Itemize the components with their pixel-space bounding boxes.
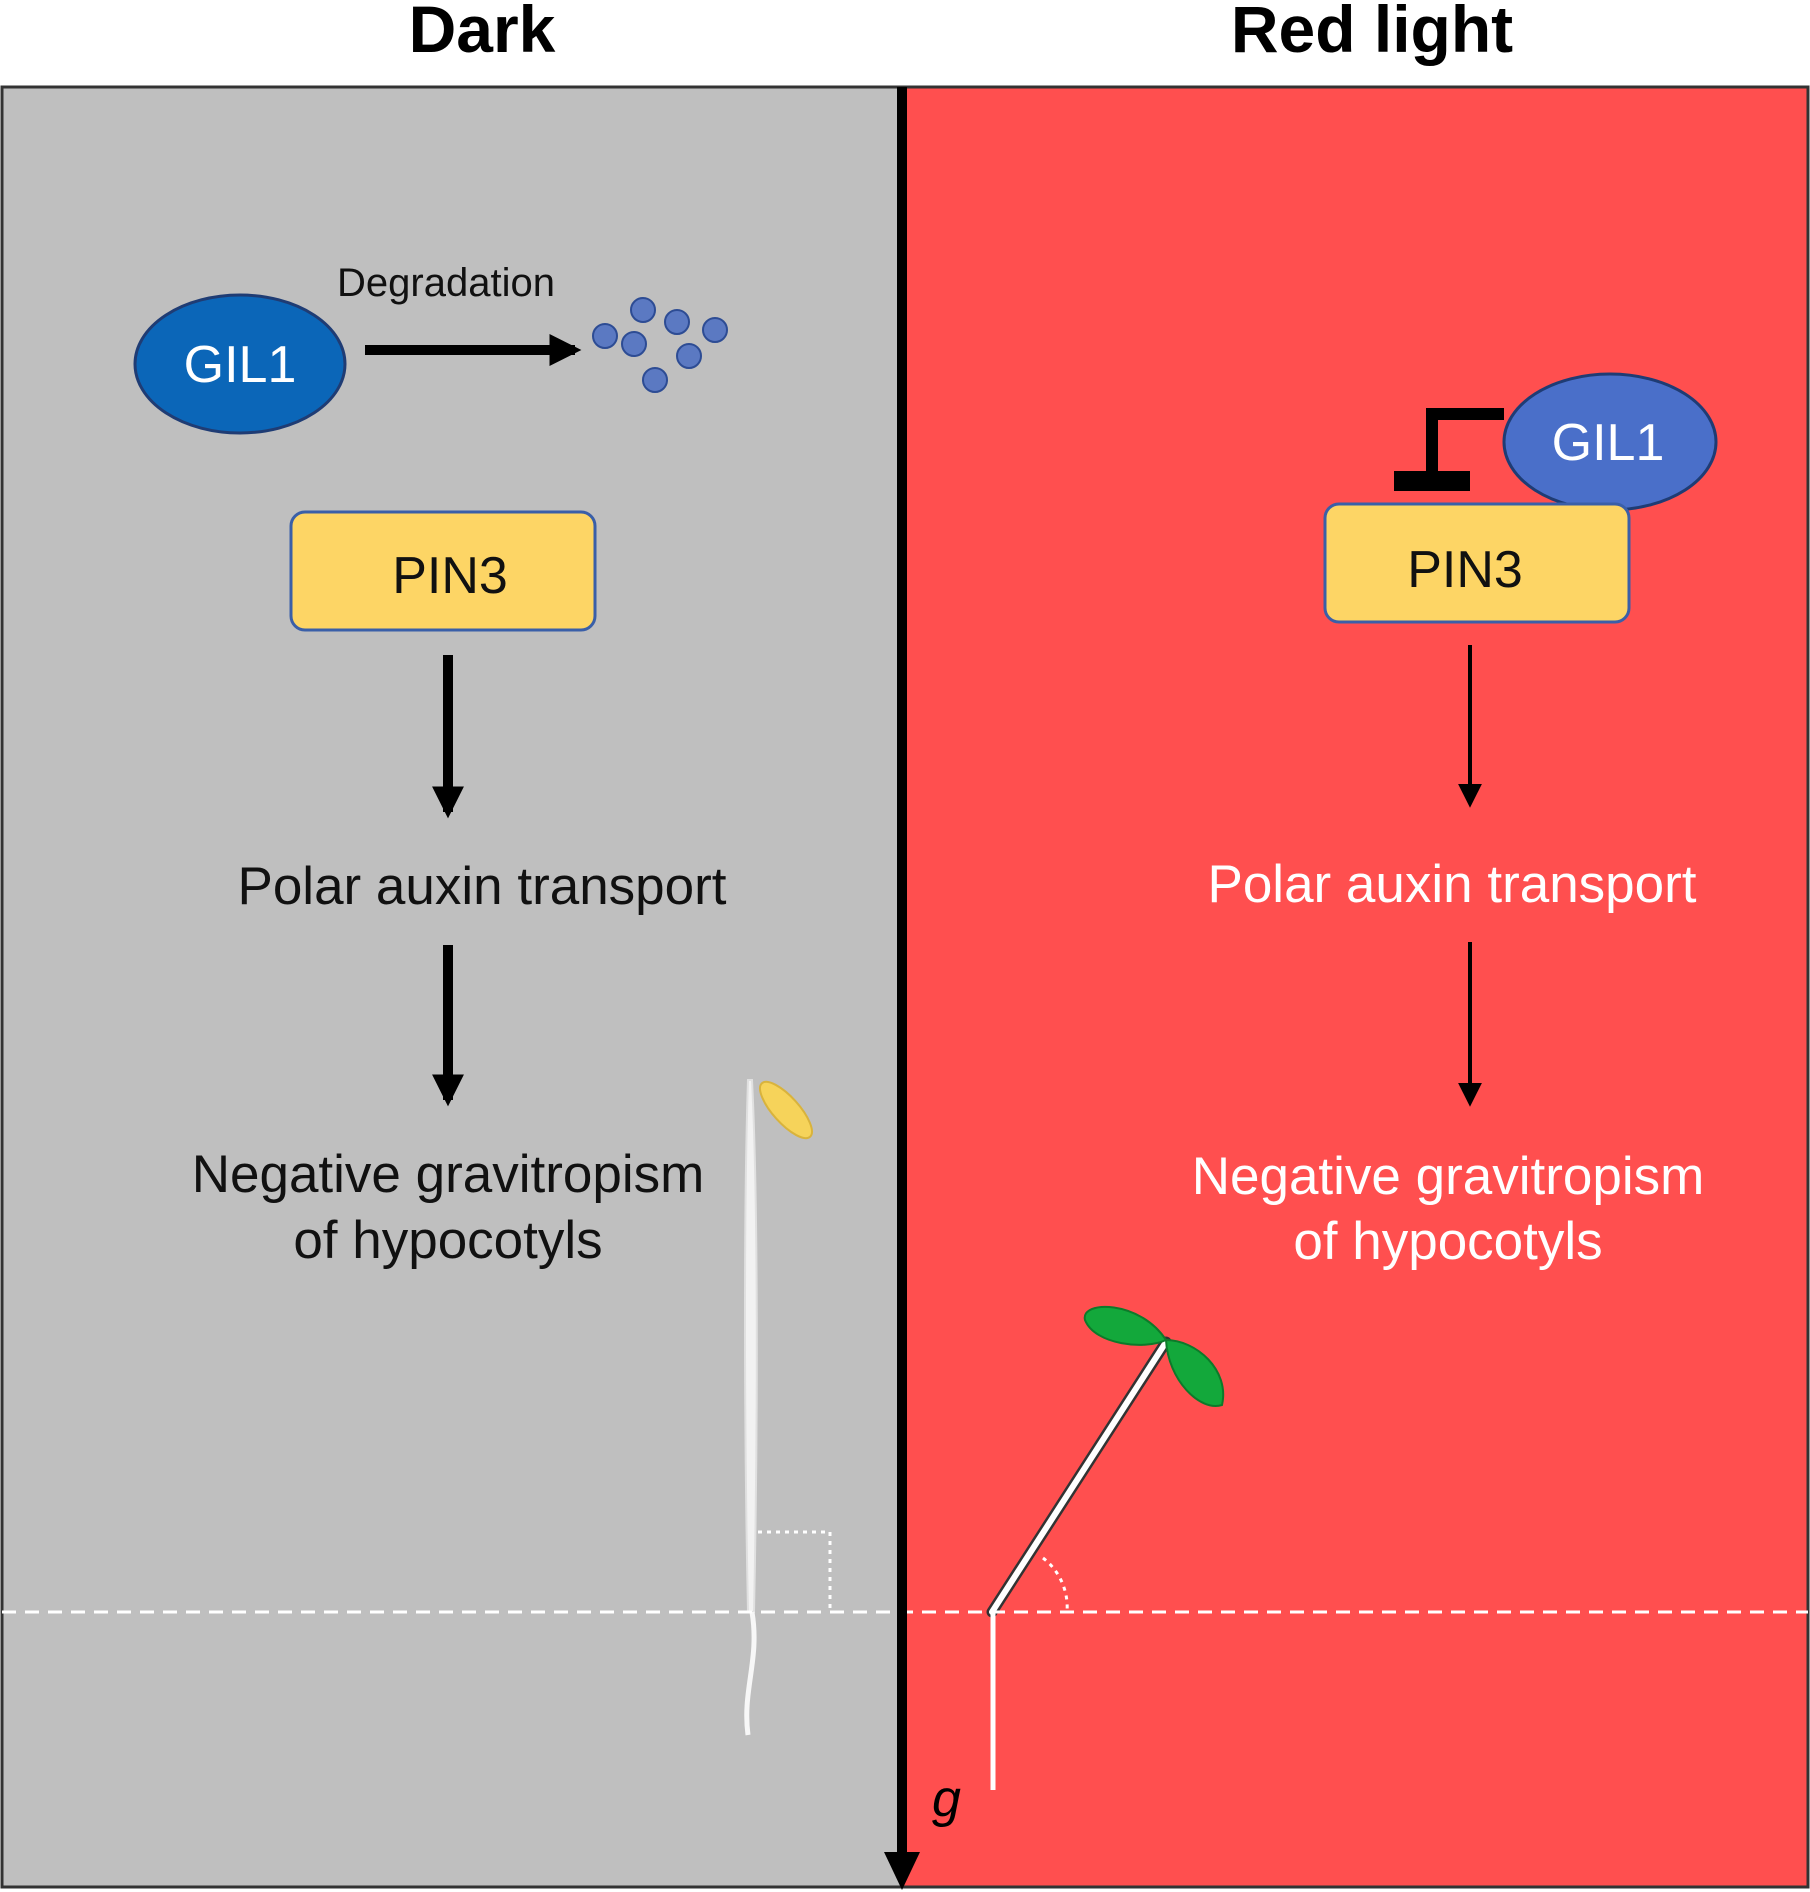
gravitropism-line1-dark: Negative gravitropism xyxy=(192,1145,705,1204)
fragment xyxy=(676,343,702,369)
inhibition-symbol xyxy=(1394,408,1504,491)
gravity-arrow-head xyxy=(884,1852,920,1890)
inhibition-line xyxy=(1426,408,1504,476)
angle-marker-red xyxy=(1042,1556,1069,1613)
fragment xyxy=(642,367,668,393)
right-angle-marker xyxy=(758,1530,832,1612)
fragment xyxy=(592,323,618,349)
gil1-label-dark: GIL1 xyxy=(184,336,297,394)
fragment xyxy=(664,309,690,335)
fragment xyxy=(621,331,647,357)
pin3-label-red: PIN3 xyxy=(1407,541,1523,599)
polar-auxin-transport-dark: Polar auxin transport xyxy=(237,857,726,916)
gravitropism-line2-red: of hypocotyls xyxy=(1293,1212,1602,1271)
red-panel xyxy=(900,85,1810,1889)
gil1-label-red: GIL1 xyxy=(1552,414,1665,472)
de-etiolated-seedling xyxy=(986,1305,1225,1790)
degraded-fragments xyxy=(592,297,728,393)
hypocotyl-red xyxy=(989,1339,1169,1615)
dark-panel-title: Dark xyxy=(409,0,556,66)
gravitropism-line2-dark: of hypocotyls xyxy=(293,1211,602,1270)
degradation-label: Degradation xyxy=(337,261,555,305)
pin3-label-dark: PIN3 xyxy=(392,547,508,605)
cotyledon-dark xyxy=(759,1080,813,1140)
hypocotyl-dark xyxy=(744,1079,758,1613)
gravitropism-line1-red: Negative gravitropism xyxy=(1192,1147,1705,1206)
pin3-box-dark xyxy=(289,510,597,632)
gil1-protein-dark xyxy=(133,293,347,435)
red-panel-title: Red light xyxy=(1231,0,1513,66)
polar-auxin-transport-red: Polar auxin transport xyxy=(1207,855,1696,914)
cotyledon-right xyxy=(1164,1338,1225,1407)
fragment xyxy=(702,317,728,343)
gravity-label: g xyxy=(932,1770,961,1828)
root-dark xyxy=(744,1611,757,1736)
pin3-box-red xyxy=(1323,502,1631,624)
cotyledon-left xyxy=(1083,1305,1168,1346)
fragment xyxy=(630,297,656,323)
